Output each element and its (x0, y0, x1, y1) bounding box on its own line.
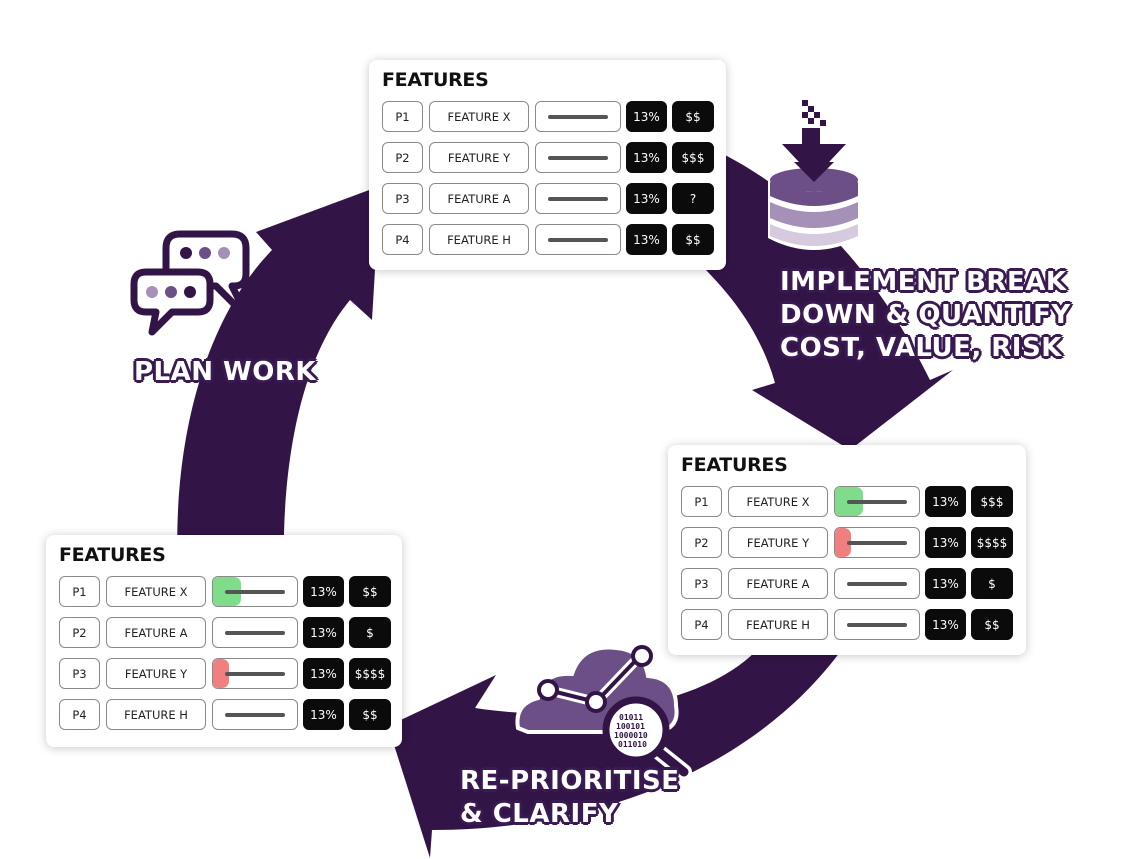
percent-cell: 13% (925, 486, 966, 517)
status-bar (535, 224, 621, 255)
priority-cell: P4 (681, 609, 722, 640)
bar-line (847, 622, 907, 627)
highlight-red (835, 528, 851, 557)
feature-name-cell: FEATURE A (106, 617, 206, 648)
priority-cell: P3 (382, 183, 423, 214)
status-bar (834, 486, 920, 517)
card-title: FEATURES (382, 69, 489, 91)
bar-line (548, 155, 608, 160)
percent-cell: 13% (925, 527, 966, 558)
card-title: FEATURES (681, 454, 788, 476)
svg-text:01011: 01011 (619, 713, 643, 722)
status-bar (535, 142, 621, 173)
cost-cell: $$ (672, 224, 714, 255)
bar-line (548, 114, 608, 119)
percent-cell: 13% (626, 101, 667, 132)
bar-line (225, 671, 285, 676)
priority-cell: P2 (681, 527, 722, 558)
cost-cell: $$ (349, 576, 391, 607)
feature-name-cell: FEATURE X (429, 101, 529, 132)
feature-name-cell: FEATURE A (728, 568, 828, 599)
svg-text:011010: 011010 (618, 740, 647, 749)
implement-label: IMPLEMENT BREAK DOWN & QUANTIFY COST, VA… (780, 266, 1071, 365)
bar-line (847, 581, 907, 586)
status-bar (212, 576, 298, 607)
plan-work-label: PLAN WORK (134, 357, 317, 387)
database-download-icon (768, 100, 860, 250)
status-bar (834, 568, 920, 599)
svg-text:1000010: 1000010 (614, 731, 648, 740)
cost-cell: $ (349, 617, 391, 648)
bar-line (847, 540, 907, 545)
percent-cell: 13% (303, 617, 344, 648)
cost-cell: ? (672, 183, 714, 214)
status-bar (212, 617, 298, 648)
bar-line (225, 630, 285, 635)
chat-bubbles-icon (130, 230, 252, 336)
feature-name-cell: FEATURE H (106, 699, 206, 730)
percent-cell: 13% (925, 609, 966, 640)
cost-cell: $$$$ (971, 527, 1013, 558)
priority-cell: P4 (59, 699, 100, 730)
status-bar (834, 527, 920, 558)
bar-line (548, 196, 608, 201)
feature-name-cell: FEATURE H (429, 224, 529, 255)
percent-cell: 13% (925, 568, 966, 599)
svg-text:100101: 100101 (616, 722, 645, 731)
priority-cell: P3 (59, 658, 100, 689)
reprioritise-label: RE-PRIORITISE & CLARIFY (460, 765, 680, 831)
percent-cell: 13% (303, 658, 344, 689)
feature-name-cell: FEATURE A (429, 183, 529, 214)
cost-cell: $$$ (672, 142, 714, 173)
percent-cell: 13% (626, 183, 667, 214)
status-bar (212, 658, 298, 689)
cost-cell: $$ (672, 101, 714, 132)
status-bar (834, 609, 920, 640)
percent-cell: 13% (626, 142, 667, 173)
card-title: FEATURES (59, 544, 166, 566)
cloud-analytics-search-icon: 01011 100101 1000010 011010 (515, 645, 692, 780)
priority-cell: P4 (382, 224, 423, 255)
arrow-top-to-right (706, 155, 953, 450)
priority-cell: P1 (59, 576, 100, 607)
percent-cell: 13% (303, 699, 344, 730)
bar-line (225, 589, 285, 594)
bar-line (225, 712, 285, 717)
reprioritise-label-line-2: & CLARIFY (460, 799, 619, 829)
percent-cell: 13% (626, 224, 667, 255)
implement-label-line-3: COST, VALUE, RISK (780, 333, 1062, 363)
implement-label-line-2: DOWN & QUANTIFY (780, 300, 1071, 330)
priority-cell: P2 (59, 617, 100, 648)
cost-cell: $$ (971, 609, 1013, 640)
priority-cell: P3 (681, 568, 722, 599)
bar-line (548, 237, 608, 242)
cost-cell: $$$$ (349, 658, 391, 689)
arrow-plan-to-top (177, 186, 380, 600)
feature-name-cell: FEATURE X (106, 576, 206, 607)
feature-name-cell: FEATURE H (728, 609, 828, 640)
feature-name-cell: FEATURE Y (106, 658, 206, 689)
cost-cell: $$$ (971, 486, 1013, 517)
implement-label-line-1: IMPLEMENT BREAK (780, 267, 1067, 297)
cost-cell: $$ (349, 699, 391, 730)
status-bar (535, 101, 621, 132)
reprioritise-label-line-1: RE-PRIORITISE (460, 766, 680, 796)
percent-cell: 13% (303, 576, 344, 607)
feature-name-cell: FEATURE X (728, 486, 828, 517)
priority-cell: P2 (382, 142, 423, 173)
priority-cell: P1 (382, 101, 423, 132)
feature-name-cell: FEATURE Y (728, 527, 828, 558)
priority-cell: P1 (681, 486, 722, 517)
bar-line (847, 499, 907, 504)
status-bar (212, 699, 298, 730)
cost-cell: $ (971, 568, 1013, 599)
feature-name-cell: FEATURE Y (429, 142, 529, 173)
status-bar (535, 183, 621, 214)
highlight-red (213, 659, 229, 688)
